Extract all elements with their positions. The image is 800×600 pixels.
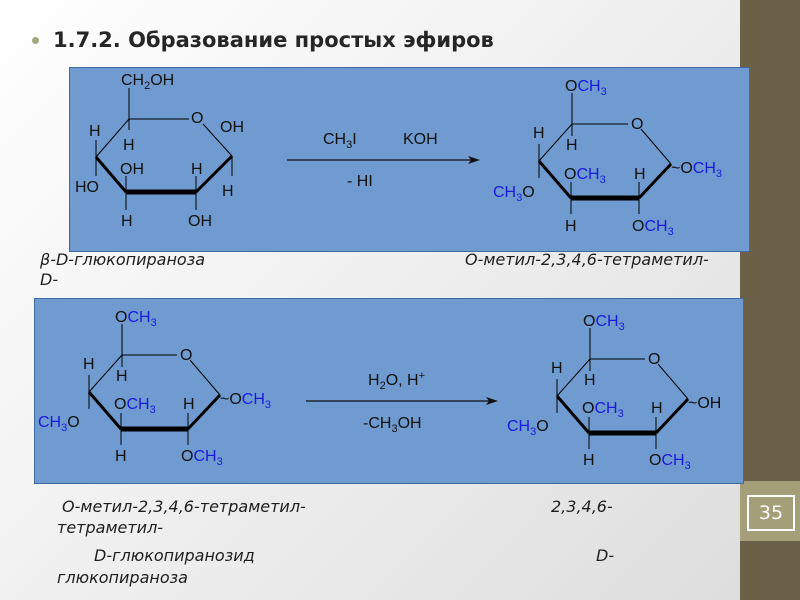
reagent-water-acid: H2O, H+ <box>368 370 425 392</box>
svg-text:H: H <box>222 183 234 200</box>
byproduct-hi: - HI <box>347 173 373 190</box>
svg-text:~OCH3: ~OCH3 <box>220 391 271 411</box>
title-text: 1.7.2. Образование простых эфиров <box>53 28 494 52</box>
svg-text:OH: OH <box>188 213 212 230</box>
caption-reactant-2-name: D-глюкопиранозид <box>94 546 255 565</box>
svg-text:H: H <box>116 368 128 385</box>
svg-text:H: H <box>533 125 545 142</box>
svg-text:H: H <box>191 161 203 178</box>
svg-text:H: H <box>89 123 101 140</box>
svg-text:H: H <box>584 372 596 389</box>
svg-text:H: H <box>566 137 578 154</box>
svg-text:~OH: ~OH <box>688 395 721 412</box>
reaction1-panel: CH2OH O OH H H HO OH H H H OH CH3I KOH -… <box>69 67 750 252</box>
svg-text:OCH3: OCH3 <box>565 78 607 98</box>
caption-product-1: О-метил-2,3,4,6-тетраметил- <box>465 250 709 269</box>
methylated-product-structure: OCH3 O H H CH3O OCH3 H H OCH3 ~OCH3 <box>493 78 722 238</box>
caption-reactant-1: β-D-глюкопираноза <box>40 250 206 269</box>
reaction2-scheme: OCH3 O H H CH3O OCH3 H H OCH3 ~OCH3 H2O,… <box>38 309 721 472</box>
svg-text:O: O <box>180 347 192 364</box>
svg-text:O: O <box>648 351 660 368</box>
svg-text:OH: OH <box>120 161 144 178</box>
svg-text:H: H <box>565 218 577 235</box>
methyl-glycoside-structure: OCH3 O H H CH3O OCH3 H H OCH3 ~OCH3 <box>38 309 271 468</box>
svg-text:H: H <box>583 452 595 469</box>
svg-text:CH3O: CH3O <box>38 414 80 434</box>
caption-product-1-wrap: D- <box>40 270 59 289</box>
caption-product-2-part1: 2,3,4,6- <box>551 497 613 516</box>
page-number: 35 <box>747 495 795 531</box>
svg-text:OCH3: OCH3 <box>649 452 691 472</box>
caption-reactant-2-wrap: тетраметил- <box>57 518 164 537</box>
page-number-band <box>740 481 800 541</box>
glucopyranose-structure <box>94 88 234 210</box>
svg-text:H: H <box>551 360 563 377</box>
svg-text:HO: HO <box>75 179 99 196</box>
svg-text:H: H <box>183 396 195 413</box>
svg-text:H: H <box>83 356 95 373</box>
svg-text:OH: OH <box>220 119 244 136</box>
svg-text:H: H <box>115 448 127 465</box>
svg-text:O: O <box>191 110 203 127</box>
glucopyranose-labels: CH2OH O OH H H HO OH H H H OH <box>75 72 244 230</box>
tetramethyl-glucopyranose-structure: OCH3 O H H CH3O OCH3 H H OCH3 ~OH <box>507 313 721 472</box>
svg-text:H: H <box>121 213 133 230</box>
svg-text:OCH3: OCH3 <box>114 396 156 416</box>
slide-title: 1.7.2. Образование простых эфиров <box>30 28 494 52</box>
byproduct-methanol: -CH3OH <box>363 415 422 435</box>
svg-text:OCH3: OCH3 <box>632 218 674 238</box>
svg-text:OCH3: OCH3 <box>564 166 606 186</box>
svg-text:CH3O: CH3O <box>507 418 549 438</box>
reagent-koh: KOH <box>403 131 438 148</box>
bullet-icon <box>32 36 39 44</box>
reaction2-panel: OCH3 O H H CH3O OCH3 H H OCH3 ~OCH3 H2O,… <box>34 298 744 484</box>
svg-text:~OCH3: ~OCH3 <box>671 160 722 180</box>
reaction-arrow-2 <box>306 397 498 405</box>
caption-reactant-2: О-метил-2,3,4,6-тетраметил- <box>62 497 306 516</box>
svg-text:H: H <box>123 137 135 154</box>
svg-text:OCH3: OCH3 <box>181 448 223 468</box>
svg-text:H: H <box>634 166 646 183</box>
reagent-ch3i: CH3I <box>323 131 357 151</box>
caption-product-2-part2: D- <box>596 546 615 565</box>
reaction1-scheme: CH2OH O OH H H HO OH H H H OH CH3I KOH -… <box>75 72 722 238</box>
caption-product-2-name: глюкопираноза <box>57 568 188 587</box>
svg-text:OCH3: OCH3 <box>115 309 157 329</box>
svg-text:OCH3: OCH3 <box>582 400 624 420</box>
svg-text:CH2OH: CH2OH <box>121 72 174 92</box>
svg-text:CH3O: CH3O <box>493 184 535 204</box>
svg-text:O: O <box>631 116 643 133</box>
reaction-arrow-1 <box>287 156 480 164</box>
svg-text:OCH3: OCH3 <box>583 313 625 333</box>
svg-text:H: H <box>651 400 663 417</box>
